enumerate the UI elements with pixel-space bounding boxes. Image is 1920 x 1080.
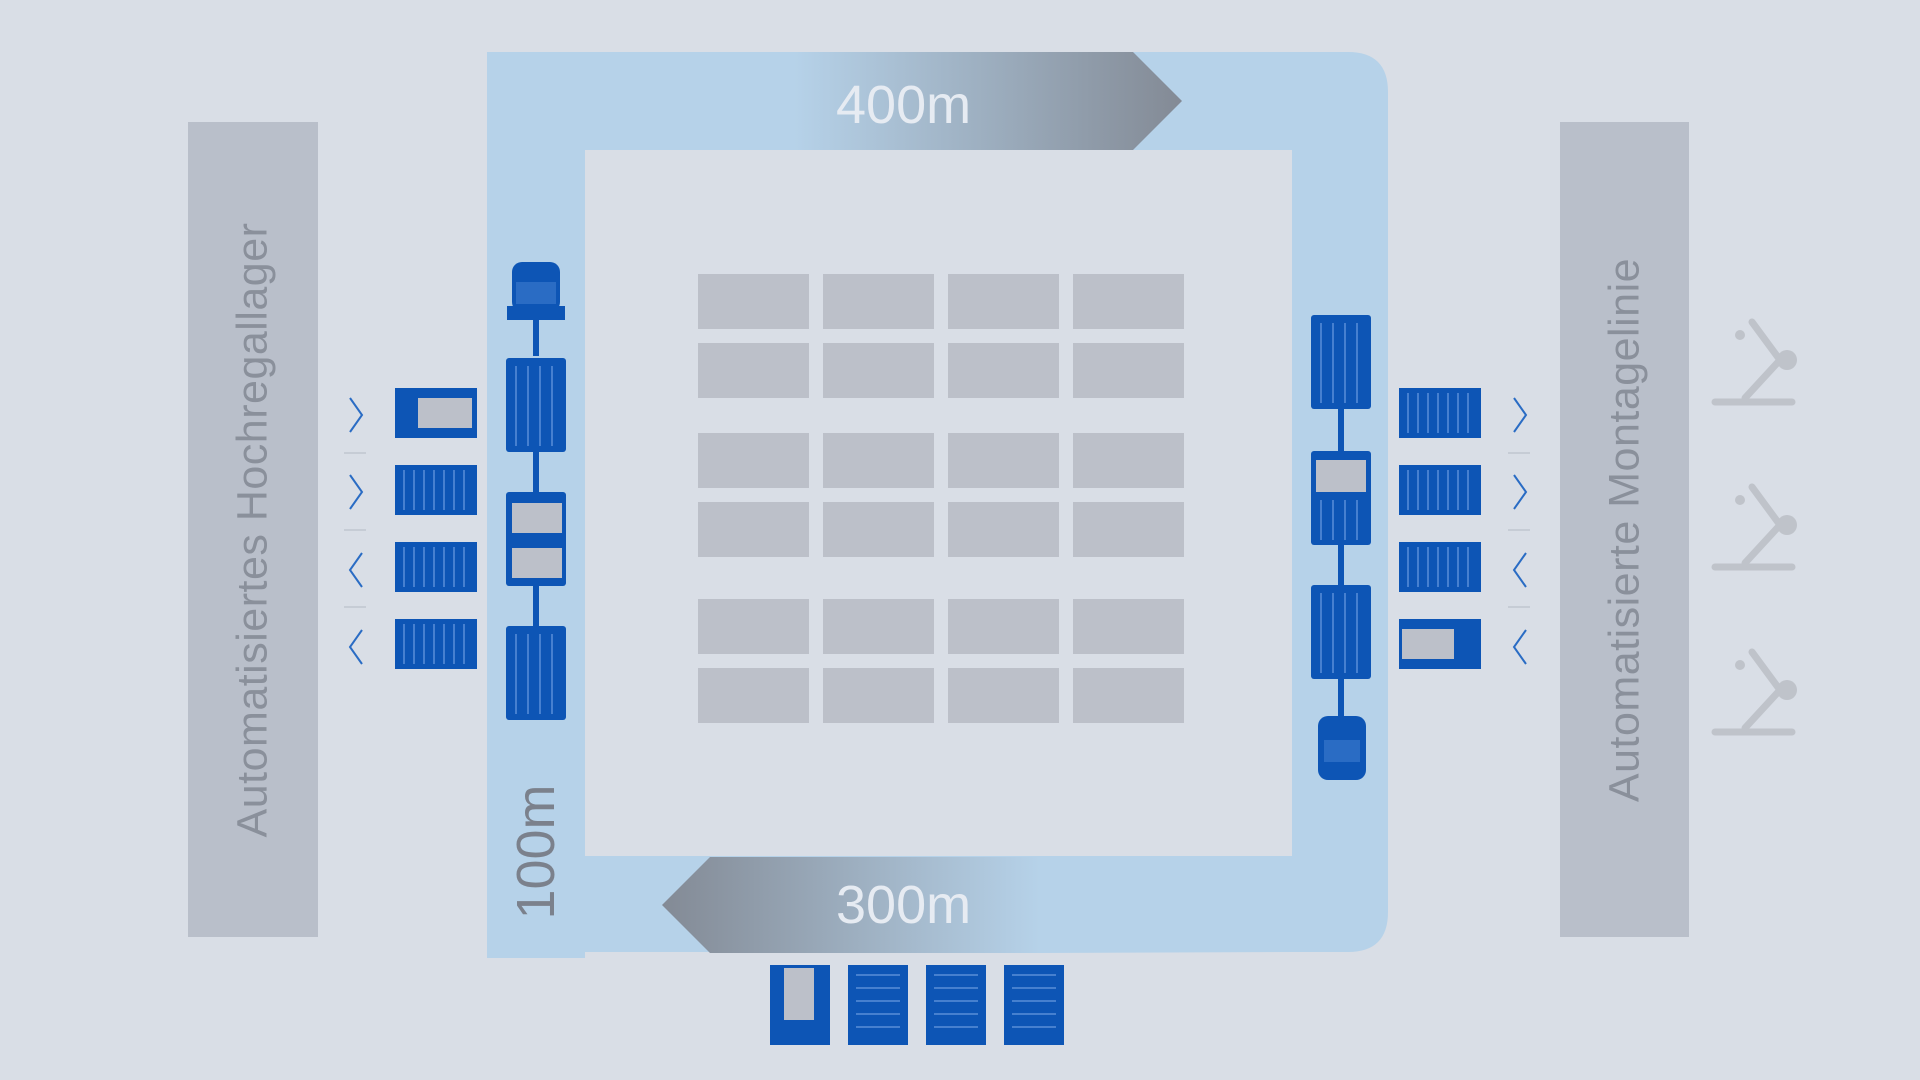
distance-left-label: 100m <box>506 784 566 920</box>
chevron-icon <box>348 397 364 665</box>
top-direction-arrow <box>585 52 1182 150</box>
storage-grid <box>698 274 1184 723</box>
chevron-icon <box>1512 397 1528 665</box>
bottom-direction-arrow <box>662 857 1292 953</box>
assembly-line-panel: Automatisierte Montagelinie <box>1560 122 1689 937</box>
warehouse-panel: Automatisiertes Hochregallager <box>188 122 318 937</box>
container-rack-icon <box>770 965 1064 1045</box>
robot-arm-icon <box>1711 318 1796 736</box>
distance-bottom-label: 300m <box>836 875 972 935</box>
distance-top-label: 400m <box>836 75 972 135</box>
transport-route <box>487 52 1388 952</box>
